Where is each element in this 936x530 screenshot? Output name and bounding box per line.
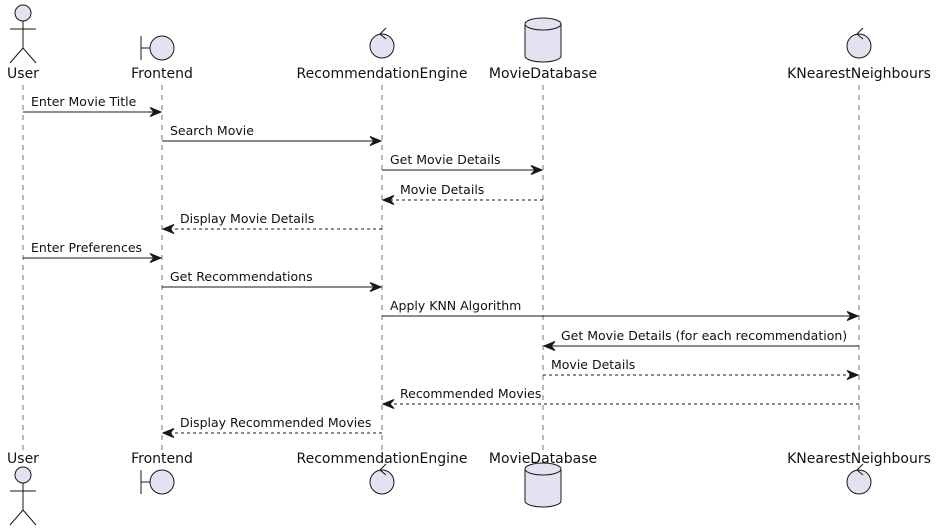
message-7: Get Recommendations	[162, 269, 383, 292]
arrowhead	[846, 370, 860, 380]
arrowhead	[530, 165, 544, 175]
database-icon	[524, 17, 562, 63]
message-label: Recommended Movies	[400, 386, 541, 401]
arrowhead	[161, 224, 175, 234]
message-5: Display Movie Details	[161, 211, 382, 234]
boundary-icon	[140, 35, 175, 61]
message-label: Get Movie Details	[390, 152, 501, 167]
control-icon	[369, 27, 395, 59]
database-icon	[524, 462, 562, 508]
participant-name-user: User	[7, 66, 39, 82]
message-label: Movie Details	[400, 182, 484, 197]
participant-name-knn: KNearestNeighbours	[787, 66, 931, 82]
message-8: Apply KNN Algorithm	[382, 298, 860, 321]
message-2: Search Movie	[162, 123, 383, 146]
arrowhead	[149, 253, 163, 263]
message-label: Get Movie Details (for each recommendati…	[561, 328, 847, 343]
arrowhead	[381, 399, 395, 409]
participant-name-user-bottom: User	[7, 451, 39, 467]
message-label: Display Recommended Movies	[180, 415, 371, 430]
boundary-icon	[140, 469, 175, 495]
participant-name-db: MovieDatabase	[489, 66, 597, 82]
participant-name-frontend: Frontend	[131, 66, 193, 82]
participant-name-engine-bottom: RecommendationEngine	[296, 451, 467, 467]
arrowhead	[149, 107, 163, 117]
message-12: Display Recommended Movies	[161, 415, 382, 438]
arrowhead	[369, 136, 383, 146]
message-4: Movie Details	[381, 182, 543, 205]
message-10: Movie Details	[543, 357, 860, 380]
participants-bottom: User Frontend RecommendationEngine MovieDat…	[7, 451, 931, 526]
control-icon	[369, 463, 395, 495]
control-icon	[846, 463, 872, 495]
message-11: Recommended Movies	[381, 386, 859, 409]
arrowhead	[161, 428, 175, 438]
message-label: Movie Details	[551, 357, 635, 372]
participant-name-db-bottom: MovieDatabase	[489, 451, 597, 467]
message-label: Enter Preferences	[31, 240, 142, 255]
participants-top: User Frontend RecommendationEngine MovieDat…	[7, 4, 931, 82]
message-label: Display Movie Details	[180, 211, 314, 226]
lifelines	[22, 85, 860, 450]
message-3: Get Movie Details	[382, 152, 544, 175]
participant-name-frontend-bottom: Frontend	[131, 451, 193, 467]
message-1: Enter Movie Title	[23, 94, 163, 117]
actor-icon	[9, 466, 37, 526]
arrowhead	[369, 282, 383, 292]
message-label: Search Movie	[170, 123, 254, 138]
message-9: Get Movie Details (for each recommendati…	[542, 328, 859, 351]
actor-icon	[9, 4, 37, 64]
message-label: Apply KNN Algorithm	[390, 298, 521, 313]
control-icon	[846, 27, 872, 59]
message-label: Enter Movie Title	[31, 94, 137, 109]
arrowhead	[381, 195, 395, 205]
arrowhead	[542, 341, 556, 351]
participant-name-engine: RecommendationEngine	[296, 66, 467, 82]
arrowhead	[846, 311, 860, 321]
message-label: Get Recommendations	[170, 269, 313, 284]
message-6: Enter Preferences	[23, 240, 163, 263]
participant-name-knn-bottom: KNearestNeighbours	[787, 451, 931, 467]
